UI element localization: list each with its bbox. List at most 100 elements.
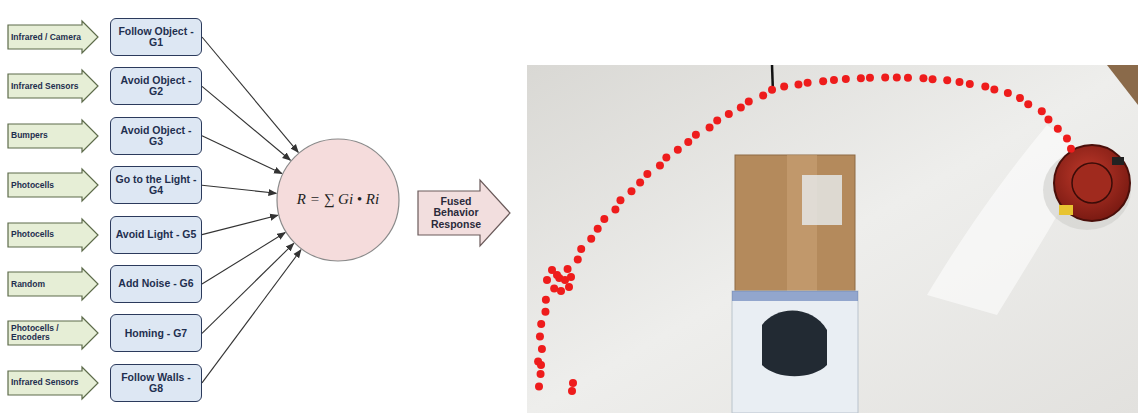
sensor-label: Photocells [11, 181, 54, 190]
trajectory-dot [548, 266, 556, 274]
trajectory-dot [577, 245, 585, 253]
trajectory-dot [955, 78, 963, 86]
trajectory-dot [794, 80, 802, 88]
input-connector [202, 37, 298, 152]
trajectory-dot [616, 196, 624, 204]
trajectory-dot [819, 77, 827, 85]
trajectory-dot [904, 74, 912, 82]
trajectory-dot [1016, 94, 1024, 102]
output-label: Fused Behavior Response [418, 196, 494, 229]
sensor-arrow: Bumpers [8, 120, 98, 152]
sensor-label: Infrared / Camera [11, 33, 81, 42]
trajectory-dot [587, 235, 595, 243]
trajectory-dot [600, 215, 608, 223]
behavior-box: Avoid Light - G5 [110, 216, 202, 254]
behavior-label: Homing - G7 [125, 328, 187, 339]
trajectory-dot [919, 74, 927, 82]
behavior-box: Add Noise - G6 [110, 265, 202, 303]
trajectory-dot [557, 287, 565, 295]
input-connector [202, 215, 278, 234]
trajectory-dot [893, 73, 901, 81]
robot-photo [527, 65, 1138, 413]
behavior-label: Go to the Light - G4 [115, 174, 197, 196]
trajectory-dot [830, 76, 838, 84]
trajectory-dot [768, 86, 776, 94]
behavior-label: Avoid Object - G3 [115, 125, 197, 147]
trajectory-dot [842, 75, 850, 83]
trajectory-dot [636, 178, 644, 186]
trajectory-dot [542, 296, 550, 304]
input-connector [202, 86, 290, 160]
trajectory-dot [706, 124, 714, 132]
product-box [732, 291, 858, 413]
trajectory-dot [1063, 134, 1071, 142]
sensor-arrow: Infrared / Camera [8, 21, 98, 53]
sensor-arrow: Infrared Sensors [8, 70, 98, 102]
behavior-label: Add Noise - G6 [118, 278, 193, 289]
trajectory-dot [804, 79, 812, 87]
trajectory-dot [725, 110, 733, 118]
trajectory-dot [780, 82, 788, 90]
trajectory-dot [692, 131, 700, 139]
trajectory-dot [535, 383, 543, 391]
trajectory-dot [569, 379, 577, 387]
robot-wheel [1059, 205, 1073, 215]
sensor-label: Bumpers [11, 131, 48, 140]
cardboard-box [735, 155, 855, 291]
product-picture [762, 311, 827, 377]
input-connector [202, 250, 301, 383]
wall-corner [1107, 65, 1138, 105]
box-band [732, 291, 858, 301]
behavior-box: Avoid Object - G3 [110, 117, 202, 155]
trajectory-dot [567, 273, 575, 281]
trajectory-dot [674, 146, 682, 154]
trajectory-dot [981, 82, 989, 90]
sensor-label: Random [11, 280, 45, 289]
trajectory-dot [857, 74, 865, 82]
behavior-label: Follow Walls - G8 [115, 372, 197, 394]
robot-top [1072, 163, 1112, 203]
trajectory-dot [713, 117, 721, 125]
output-arrow: Fused Behavior Response [418, 180, 510, 246]
input-connector [202, 185, 276, 193]
trajectory-dot [1024, 100, 1032, 108]
trajectory-dot [929, 75, 937, 83]
trajectory-dot [881, 73, 889, 81]
trajectory-dot [643, 170, 651, 178]
sensor-label: Photocells / Encoders [11, 324, 81, 342]
sensor-label: Infrared Sensors [11, 378, 79, 387]
trajectory-dot [745, 97, 753, 105]
behavior-box: Go to the Light - G4 [110, 166, 202, 204]
trajectory-dot [611, 206, 619, 214]
trajectory-dot [662, 153, 670, 161]
trajectory-dot [1054, 125, 1062, 133]
trajectory-dot [1067, 145, 1075, 153]
trajectory-dot [684, 138, 692, 146]
input-connector [202, 233, 285, 284]
trajectory-dot [1004, 89, 1012, 97]
trajectory-dot [759, 91, 767, 99]
trajectory-dot [574, 256, 582, 264]
behavior-box: Homing - G7 [110, 314, 202, 352]
trajectory-dot [737, 104, 745, 112]
trajectory-dot [543, 276, 551, 284]
trajectory-dot [966, 80, 974, 88]
behavior-label: Avoid Light - G5 [116, 229, 197, 240]
robot-sensor [1112, 157, 1124, 165]
sensor-arrow: Photocells [8, 169, 98, 201]
trajectory-dot [594, 225, 602, 233]
behavior-box: Avoid Object - G2 [110, 67, 202, 105]
trajectory-dot [536, 333, 544, 341]
sensor-label: Infrared Sensors [11, 82, 79, 91]
input-connector [202, 136, 282, 174]
sensor-arrow: Random [8, 268, 98, 300]
trajectory-dot [538, 345, 546, 353]
trajectory-dot [1044, 116, 1052, 124]
formula: R = ∑ Gi • Ri [297, 192, 379, 208]
behavior-box: Follow Object - G1 [110, 18, 202, 56]
box-label [802, 175, 842, 225]
trajectory-dot [537, 320, 545, 328]
behavior-label: Avoid Object - G2 [115, 75, 197, 97]
trajectory-dot [537, 370, 545, 378]
behavior-box: Follow Walls - G8 [110, 364, 202, 402]
